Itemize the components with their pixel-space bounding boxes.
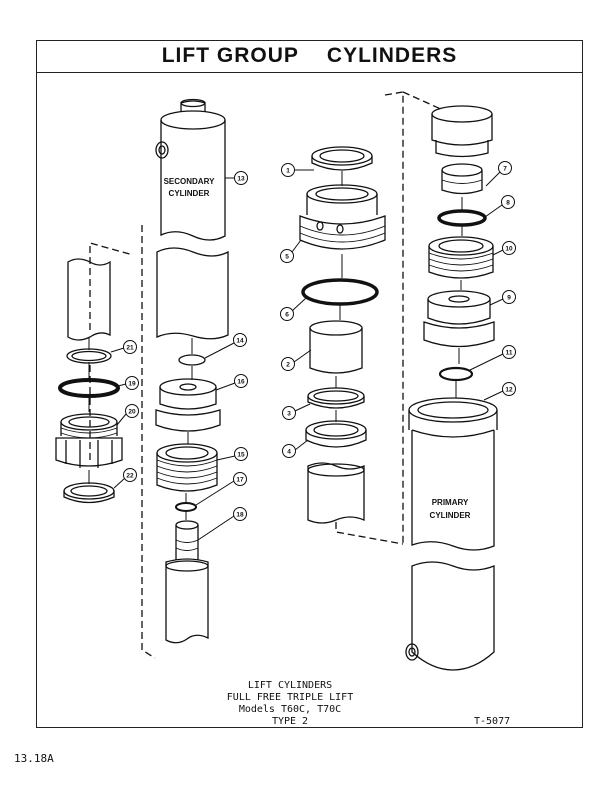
piston-top <box>431 105 493 123</box>
part-19-o-ring <box>58 378 120 398</box>
part-18-plunger <box>175 520 199 530</box>
callout-20: 20 <box>128 409 136 416</box>
part-16-bearing <box>159 378 217 396</box>
secondary-tube <box>156 247 229 340</box>
callout-1: 1 <box>286 168 290 175</box>
callouts: 13 1 5 6 2 3 4 7 8 10 9 11 12 14 16 15 1… <box>110 161 516 541</box>
callout-21: 21 <box>126 345 134 352</box>
callout-3: 3 <box>287 411 291 418</box>
drawing-frame <box>36 40 583 728</box>
primary-port <box>405 643 419 661</box>
callout-4: 4 <box>287 449 291 456</box>
caption-line-2: FULL FREE TRIPLE LIFT <box>226 692 354 703</box>
part-11-snap-ring <box>438 366 474 382</box>
callout-5: 5 <box>285 254 289 261</box>
callout-6: 6 <box>285 312 289 319</box>
caption-line-3: Models T60C, T70C <box>238 704 342 715</box>
callout-8: 8 <box>506 200 510 207</box>
middle-bracket <box>335 522 404 545</box>
callout-11: 11 <box>506 350 513 357</box>
secondary-label-2: CYLINDER <box>169 189 210 198</box>
callout-13: 13 <box>237 176 245 183</box>
secondary-port <box>155 141 169 159</box>
caption-line-4: TYPE 2 <box>271 716 309 727</box>
part-9-piston <box>427 290 491 308</box>
callout-2: 2 <box>286 362 290 369</box>
part-7-rod <box>441 170 483 195</box>
callout-22: 22 <box>126 473 134 480</box>
left-tube-stub <box>67 258 111 341</box>
part-6-o-ring <box>301 278 379 306</box>
part-2-bushing <box>309 320 363 336</box>
part-13-top <box>160 110 226 130</box>
callout-18: 18 <box>236 512 244 519</box>
callout-15: 15 <box>237 452 245 459</box>
page-number: 13.18A <box>14 752 54 765</box>
page-title: LIFT GROUP CYLINDERS <box>36 40 583 73</box>
callout-12: 12 <box>505 387 513 394</box>
callout-14: 14 <box>236 338 244 345</box>
drawing-number: T-5077 <box>474 716 511 727</box>
part-12-cylinder-body <box>411 430 495 551</box>
primary-bracket <box>384 91 404 545</box>
part-13-cylinder <box>160 120 226 241</box>
part-17-o-ring <box>175 502 197 512</box>
primary-cylinder-column: PRIMARY CYLINDER <box>384 91 498 671</box>
callout-9: 9 <box>507 295 511 302</box>
figure-caption: LIFT CYLINDERS FULL FREE TRIPLE LIFT Mod… <box>190 680 390 728</box>
title-cylinders: CYLINDERS <box>326 44 458 67</box>
part-14-snap-ring <box>178 354 206 366</box>
secondary-label-1: SECONDARY <box>164 177 215 186</box>
secondary-plunger-rod <box>165 558 209 644</box>
primary-label-1: PRIMARY <box>432 498 469 507</box>
left-group <box>55 242 134 504</box>
callout-7: 7 <box>503 166 507 173</box>
middle-column <box>299 146 404 545</box>
primary-lower-tube <box>411 561 495 671</box>
part-8-o-ring <box>437 209 487 227</box>
callout-16: 16 <box>237 379 245 386</box>
middle-tube <box>307 462 365 524</box>
title-lift-group: LIFT GROUP <box>161 44 299 67</box>
secondary-bracket <box>141 225 156 659</box>
callout-17: 17 <box>236 477 244 484</box>
callout-19: 19 <box>128 381 136 388</box>
left-group-bracket-top <box>89 242 134 330</box>
callout-10: 10 <box>505 246 513 253</box>
secondary-cylinder-column: SECONDARY CYLINDER <box>141 98 229 659</box>
primary-label-2: CYLINDER <box>430 511 471 520</box>
caption-line-1: LIFT CYLINDERS <box>247 680 333 691</box>
